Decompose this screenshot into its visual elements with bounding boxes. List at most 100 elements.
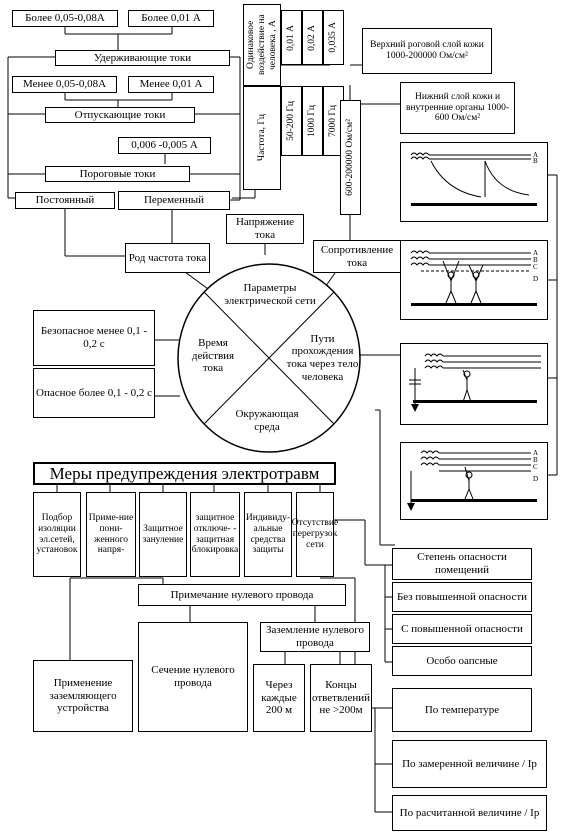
text: Пути прохождения тока через тело человек… bbox=[286, 332, 359, 383]
text: Время действия тока bbox=[191, 337, 235, 375]
holding-more-005-box: Более 0,05-0,08А bbox=[12, 10, 118, 27]
ground-bar bbox=[413, 400, 537, 403]
measure-item-3: защитное отключе- - защитная блокировка bbox=[190, 492, 240, 577]
dc-box: Постоянный bbox=[15, 192, 115, 209]
grounding-device-box: Применение заземляющего устройства bbox=[33, 660, 133, 732]
text: Переменный bbox=[143, 194, 205, 207]
text: 1000 Гц bbox=[307, 105, 318, 137]
text: защитное отключе- - защитная блокировка bbox=[191, 512, 239, 556]
every-200-box: Через каждые 200 м bbox=[253, 664, 305, 732]
measure-item-4: Индивиду-альные средства защиты bbox=[244, 492, 292, 577]
wire-label-c: C bbox=[533, 463, 538, 471]
text: Защитное зануление bbox=[142, 523, 184, 545]
text: 0,01 А bbox=[286, 24, 297, 51]
text: Менее 0,01 А bbox=[139, 78, 203, 91]
text: По температуре bbox=[424, 703, 500, 716]
holding-currents-box: Удерживающие токи bbox=[55, 50, 230, 66]
freq-current-0: 0,01 А bbox=[281, 10, 302, 65]
text: Приме-ние пони-женного напря- bbox=[88, 512, 134, 556]
circle-right-label: Пути прохождения тока через тело человек… bbox=[285, 322, 360, 394]
danger-duration-box: Опасное более 0,1 - 0,2 с bbox=[33, 368, 155, 418]
circle-top-label: Параметры электрической сети bbox=[210, 278, 330, 312]
releasing-less-005-box: Менее 0,05-0,08А bbox=[12, 76, 117, 93]
ground-electrode-icon bbox=[407, 503, 415, 511]
measure-item-1: Приме-ние пони-женного напря- bbox=[86, 492, 136, 577]
overload-measured: По замеренной величине / Ip bbox=[392, 740, 547, 788]
kind-freq-box: Род частота тока bbox=[125, 243, 210, 273]
text: Параметры электрической сети bbox=[224, 282, 316, 307]
ground-bar bbox=[411, 499, 537, 502]
skin-lower-box: Нижний слой кожи и внутренние органы 100… bbox=[400, 82, 515, 134]
picture-single-wire: A B bbox=[400, 142, 548, 222]
wire-label-a: A bbox=[533, 151, 538, 159]
picture-two-persons: A B C D bbox=[400, 240, 548, 320]
text: Более 0,05-0,08А bbox=[25, 12, 105, 25]
neutral-grounding-box: Заземление нулевого провода bbox=[260, 622, 370, 652]
wire-label-a: A bbox=[533, 449, 538, 457]
text: 600-200000 Ом/см² bbox=[345, 119, 356, 196]
ac-box: Переменный bbox=[118, 191, 230, 210]
releasing-less-001-box: Менее 0,01 А bbox=[128, 76, 214, 93]
four-wire-drawing: A B C D bbox=[407, 449, 538, 511]
text: Концы ответвлений не >200м bbox=[311, 679, 371, 717]
wire-label-b: B bbox=[533, 256, 538, 264]
text: Опасное более 0,1 - 0,2 с bbox=[36, 386, 152, 399]
text: Напряжение тока bbox=[235, 216, 295, 241]
circle-left-label: Время действия тока bbox=[183, 332, 243, 380]
text: Заземление нулевого провода bbox=[266, 624, 364, 649]
text: По замеренной величине / Ip bbox=[402, 757, 537, 770]
wire-label-c: C bbox=[533, 263, 538, 271]
text: 0,02 А bbox=[307, 24, 318, 51]
text: Постоянный bbox=[35, 194, 95, 207]
text: Пороговые токи bbox=[79, 167, 156, 180]
wire-label-d: D bbox=[533, 275, 538, 283]
text: Верхний роговой слой кожи 1000-200000 Ом… bbox=[370, 40, 484, 61]
overload-calculated: По расчитанной величине / Ip bbox=[392, 795, 547, 831]
freq-current-1: 0,02 А bbox=[302, 10, 323, 65]
measure-item-0: Подбор изоляции эл.сетей, установок bbox=[33, 492, 81, 577]
text: 50-200 Гц bbox=[286, 101, 297, 141]
text: Подбор изоляции эл.сетей, установок bbox=[36, 512, 78, 556]
text: 0,006 -0,005 А bbox=[131, 139, 198, 152]
parameters-circle bbox=[177, 263, 361, 453]
picture-four-wire: A B C D bbox=[400, 442, 548, 520]
ground-bar bbox=[411, 303, 537, 306]
text: Особо оапсные bbox=[426, 654, 498, 667]
text: По расчитанной величине / Ip bbox=[399, 806, 540, 819]
ground-bar bbox=[411, 203, 537, 206]
text: Удерживающие токи bbox=[93, 51, 192, 64]
danger-room-2: Особо оапсные bbox=[392, 646, 532, 676]
text: Сопротивление тока bbox=[320, 243, 394, 269]
picture-grounded-person bbox=[400, 343, 548, 425]
ground-electrode-icon bbox=[411, 404, 419, 412]
threshold-value-box: 0,006 -0,005 А bbox=[118, 137, 211, 154]
wire-label-a: A bbox=[533, 249, 538, 257]
freq-current-2: 0,035 А bbox=[323, 10, 344, 65]
text: Отсутствие перегрузок сети bbox=[291, 518, 339, 550]
measures-title: Меры предупреждения электротравм bbox=[33, 462, 336, 485]
skin-range-box: 600-200000 Ом/см² bbox=[340, 100, 361, 215]
overload-temperature: По температуре bbox=[392, 688, 532, 732]
grounded-person-drawing bbox=[409, 353, 541, 412]
danger-room-1: С повышенной опасности bbox=[392, 614, 532, 644]
releasing-currents-box: Отпускающие токи bbox=[45, 107, 195, 123]
holding-more-001-box: Более 0,01 А bbox=[128, 10, 214, 27]
two-persons-drawing: A B C D bbox=[410, 249, 538, 306]
text: Частота, Гц bbox=[256, 114, 267, 162]
branch-ends-box: Концы ответвлений не >200м bbox=[310, 664, 372, 732]
text: Окружающая среда bbox=[235, 408, 299, 433]
text: 0,035 А bbox=[328, 22, 339, 53]
measure-item-5: Отсутствие перегрузок сети bbox=[292, 492, 338, 577]
text: Нижний слой кожи и внутренние органы 100… bbox=[405, 91, 509, 124]
text: Отпускающие токи bbox=[74, 108, 166, 121]
text: Через каждые 200 м bbox=[261, 679, 297, 717]
freq-value-1: 1000 Гц bbox=[302, 86, 323, 156]
freq-value-0: 50-200 Гц bbox=[281, 86, 302, 156]
text: Степень опасности помещений bbox=[417, 551, 507, 576]
text: Сечение нулевого провода bbox=[151, 664, 235, 689]
text: Примечание нулевого провода bbox=[170, 588, 314, 601]
text: Индивиду-альные средства защиты bbox=[245, 512, 291, 556]
circle-bottom-label: Окружающая среда bbox=[222, 404, 312, 438]
text: Без повышенной опасности bbox=[396, 590, 528, 603]
freq-header: Частота, Гц bbox=[243, 86, 281, 190]
